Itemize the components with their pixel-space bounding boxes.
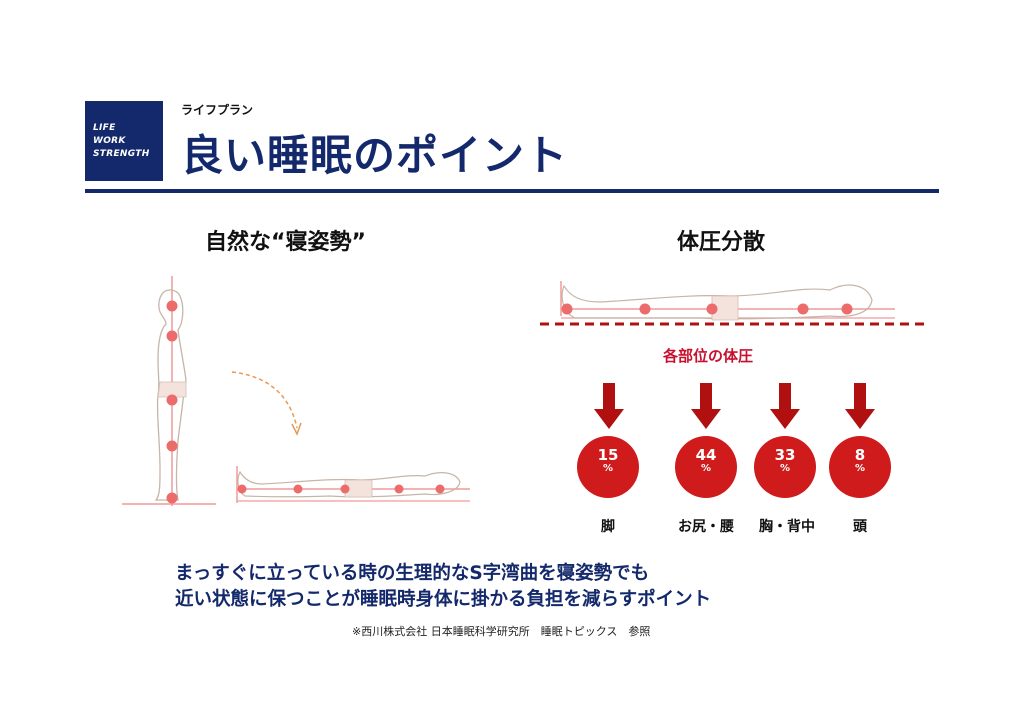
down-arrow-icon bbox=[691, 383, 721, 429]
pressure-value: 33 bbox=[774, 446, 796, 464]
down-arrow-icon bbox=[770, 383, 800, 429]
lying-figure-illustration bbox=[236, 466, 470, 503]
pressure-unit: % bbox=[854, 463, 866, 474]
standing-figure-illustration bbox=[122, 276, 216, 506]
source-note: ※西川株式会社 日本睡眠科学研究所 睡眠トピックス 参照 bbox=[352, 625, 651, 638]
pressure-value: 44 bbox=[695, 446, 717, 464]
pressure-distribution-heading: 体圧分散 bbox=[677, 230, 766, 255]
pressure-unit: % bbox=[779, 463, 791, 474]
body-pressure-title: 各部位の体圧 bbox=[663, 347, 754, 365]
pressure-unit: % bbox=[602, 463, 614, 474]
natural-posture-heading: 自然な“寝姿勢” bbox=[205, 230, 366, 255]
down-arrow-icon bbox=[845, 383, 875, 429]
pressure-circle-head: 8 % bbox=[829, 436, 891, 498]
summary-text: まっすぐに立っている時の生理的なS字湾曲を寝姿勢でも 近い状態に保つことが睡眠時… bbox=[175, 561, 711, 613]
pressure-circle-legs: 15 % bbox=[577, 436, 639, 498]
part-label-hips: お尻・腰 bbox=[678, 519, 734, 535]
page-subtitle: ライフプラン bbox=[181, 103, 254, 117]
part-label-legs: 脚 bbox=[601, 519, 615, 535]
part-label-head: 頭 bbox=[853, 519, 867, 535]
pressure-value: 15 bbox=[597, 446, 619, 464]
down-arrow-icon bbox=[594, 383, 624, 429]
mattress-figure-illustration bbox=[540, 281, 925, 326]
summary-line-1: まっすぐに立っている時の生理的なS字湾曲を寝姿勢でも bbox=[175, 563, 650, 584]
pressure-circle-hips: 44 % bbox=[675, 436, 737, 498]
page-title: 良い睡眠のポイント bbox=[181, 131, 569, 180]
curved-transition-arrow bbox=[231, 371, 302, 436]
logo-line-work: WORK bbox=[93, 135, 126, 146]
summary-line-2: 近い状態に保つことが睡眠時身体に掛かる負担を減らすポイント bbox=[175, 589, 712, 610]
logo-line-strength: STRENGTH bbox=[93, 148, 150, 159]
logo-line-life: LIFE bbox=[93, 122, 116, 133]
part-label-chest: 胸・背中 bbox=[759, 519, 815, 535]
pressure-circle-chest: 33 % bbox=[754, 436, 816, 498]
brand-logo: LIFE WORK STRENGTH bbox=[85, 101, 163, 181]
pressure-unit: % bbox=[700, 463, 712, 474]
pressure-value: 8 bbox=[854, 446, 866, 464]
header-divider bbox=[85, 189, 939, 193]
